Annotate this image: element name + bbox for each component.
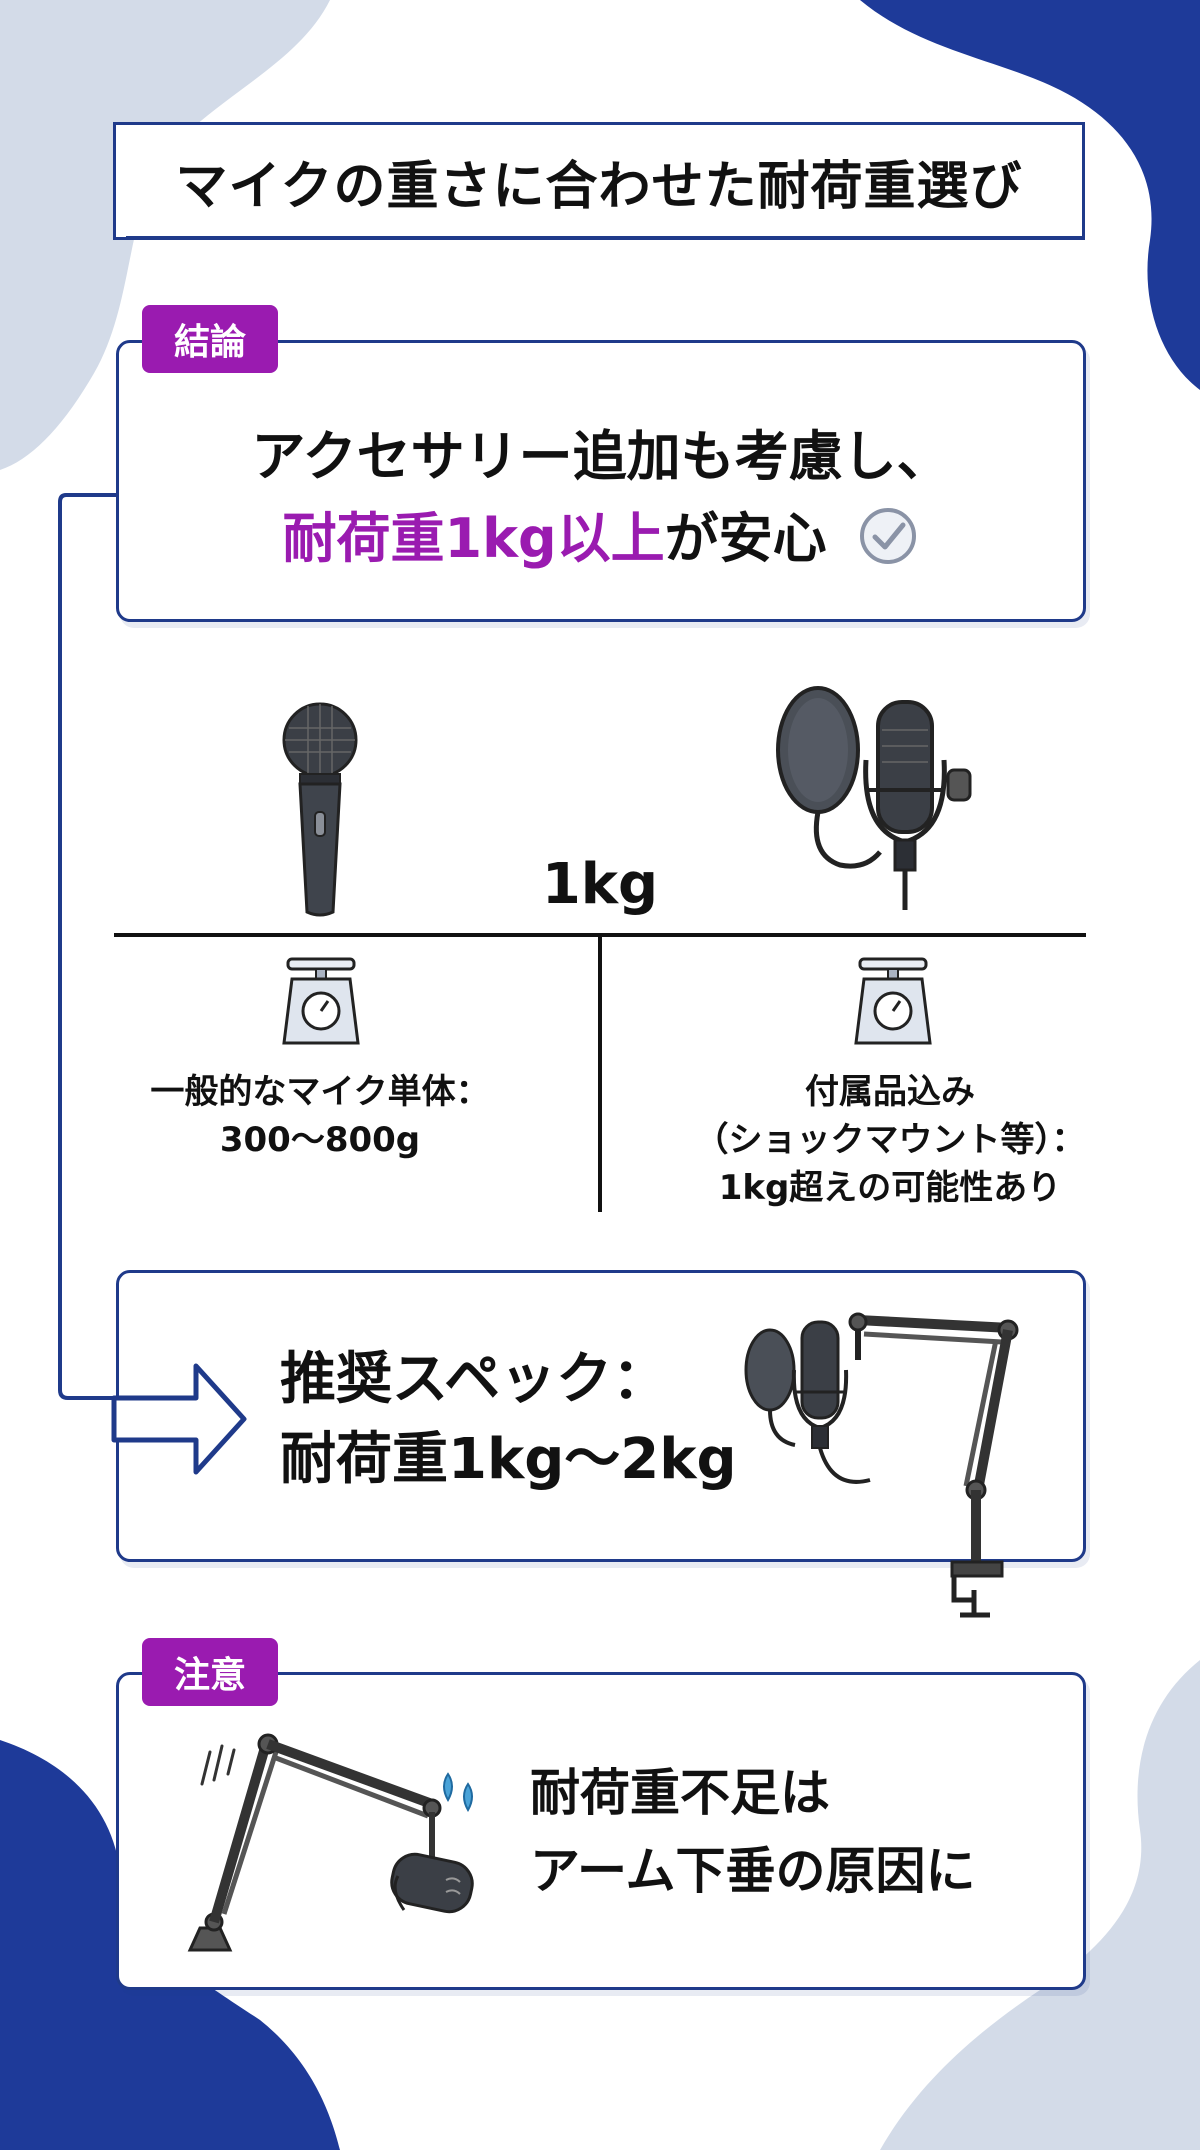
scale-left-text: 一般的なマイク単体： 300〜800g (120, 1068, 520, 1164)
kitchen-scale-icon (282, 957, 360, 1045)
scale-left-value: 300〜800g (219, 1120, 421, 1160)
caution-card (116, 1672, 1086, 1990)
boom-arm-microphone-icon (744, 1312, 1019, 1618)
scale-right-line1: 付属品込み (805, 1072, 975, 1112)
recommend-text: 推奨スペック： 耐荷重1kg〜2kg (280, 1340, 760, 1500)
caution-text: 耐荷重不足は アーム下垂の原因に (530, 1754, 1050, 1910)
conclusion-line1: アクセサリー追加も考慮し、 (251, 425, 951, 488)
scale-1kg-label: 1kg (541, 852, 659, 917)
handheld-microphone-icon (282, 702, 358, 917)
caution-line1: 耐荷重不足は (530, 1764, 830, 1822)
condenser-microphone-icon (776, 686, 972, 910)
scale-left-label: 一般的なマイク単体： (150, 1072, 490, 1112)
blob-top-right (860, 0, 1200, 390)
conclusion-tag: 結論 (142, 305, 278, 373)
recommend-line2: 耐荷重1kg〜2kg (280, 1427, 737, 1492)
scale-right-text: 付属品込み （ショックマウント等）： 1kg超えの可能性あり (660, 1068, 1120, 1212)
kitchen-scale-icon (854, 957, 932, 1045)
conclusion-line2-rest: が安心 (664, 507, 827, 570)
blob-top-left (0, 0, 330, 470)
checkmark-circle-icon (860, 508, 917, 564)
caution-tag-label: 注意 (173, 1655, 246, 1696)
arrow-right-icon (111, 1363, 247, 1475)
blob-bottom-left (0, 1740, 340, 2150)
conclusion-line2: 耐荷重1kg以上が安心 (116, 494, 1086, 573)
conclusion-card (116, 340, 1086, 622)
page-title: マイクの重さに合わせた耐荷重選び (175, 156, 1023, 217)
conclusion-tag-label: 結論 (173, 322, 246, 363)
scale-right-line2: （ショックマウント等）： (694, 1120, 1086, 1160)
scale-right-line3: 1kg超えの可能性あり (718, 1168, 1062, 1208)
recommend-line1: 推奨スペック： (280, 1347, 669, 1412)
caution-line2: アーム下垂の原因に (530, 1842, 976, 1900)
sagging-arm-icon (187, 1733, 474, 1952)
blob-bottom-right (880, 1660, 1200, 2150)
caution-tag: 注意 (142, 1638, 278, 1706)
title-box: マイクの重さに合わせた耐荷重選び (113, 122, 1085, 240)
conclusion-highlight: 耐荷重1kg以上 (282, 507, 665, 570)
